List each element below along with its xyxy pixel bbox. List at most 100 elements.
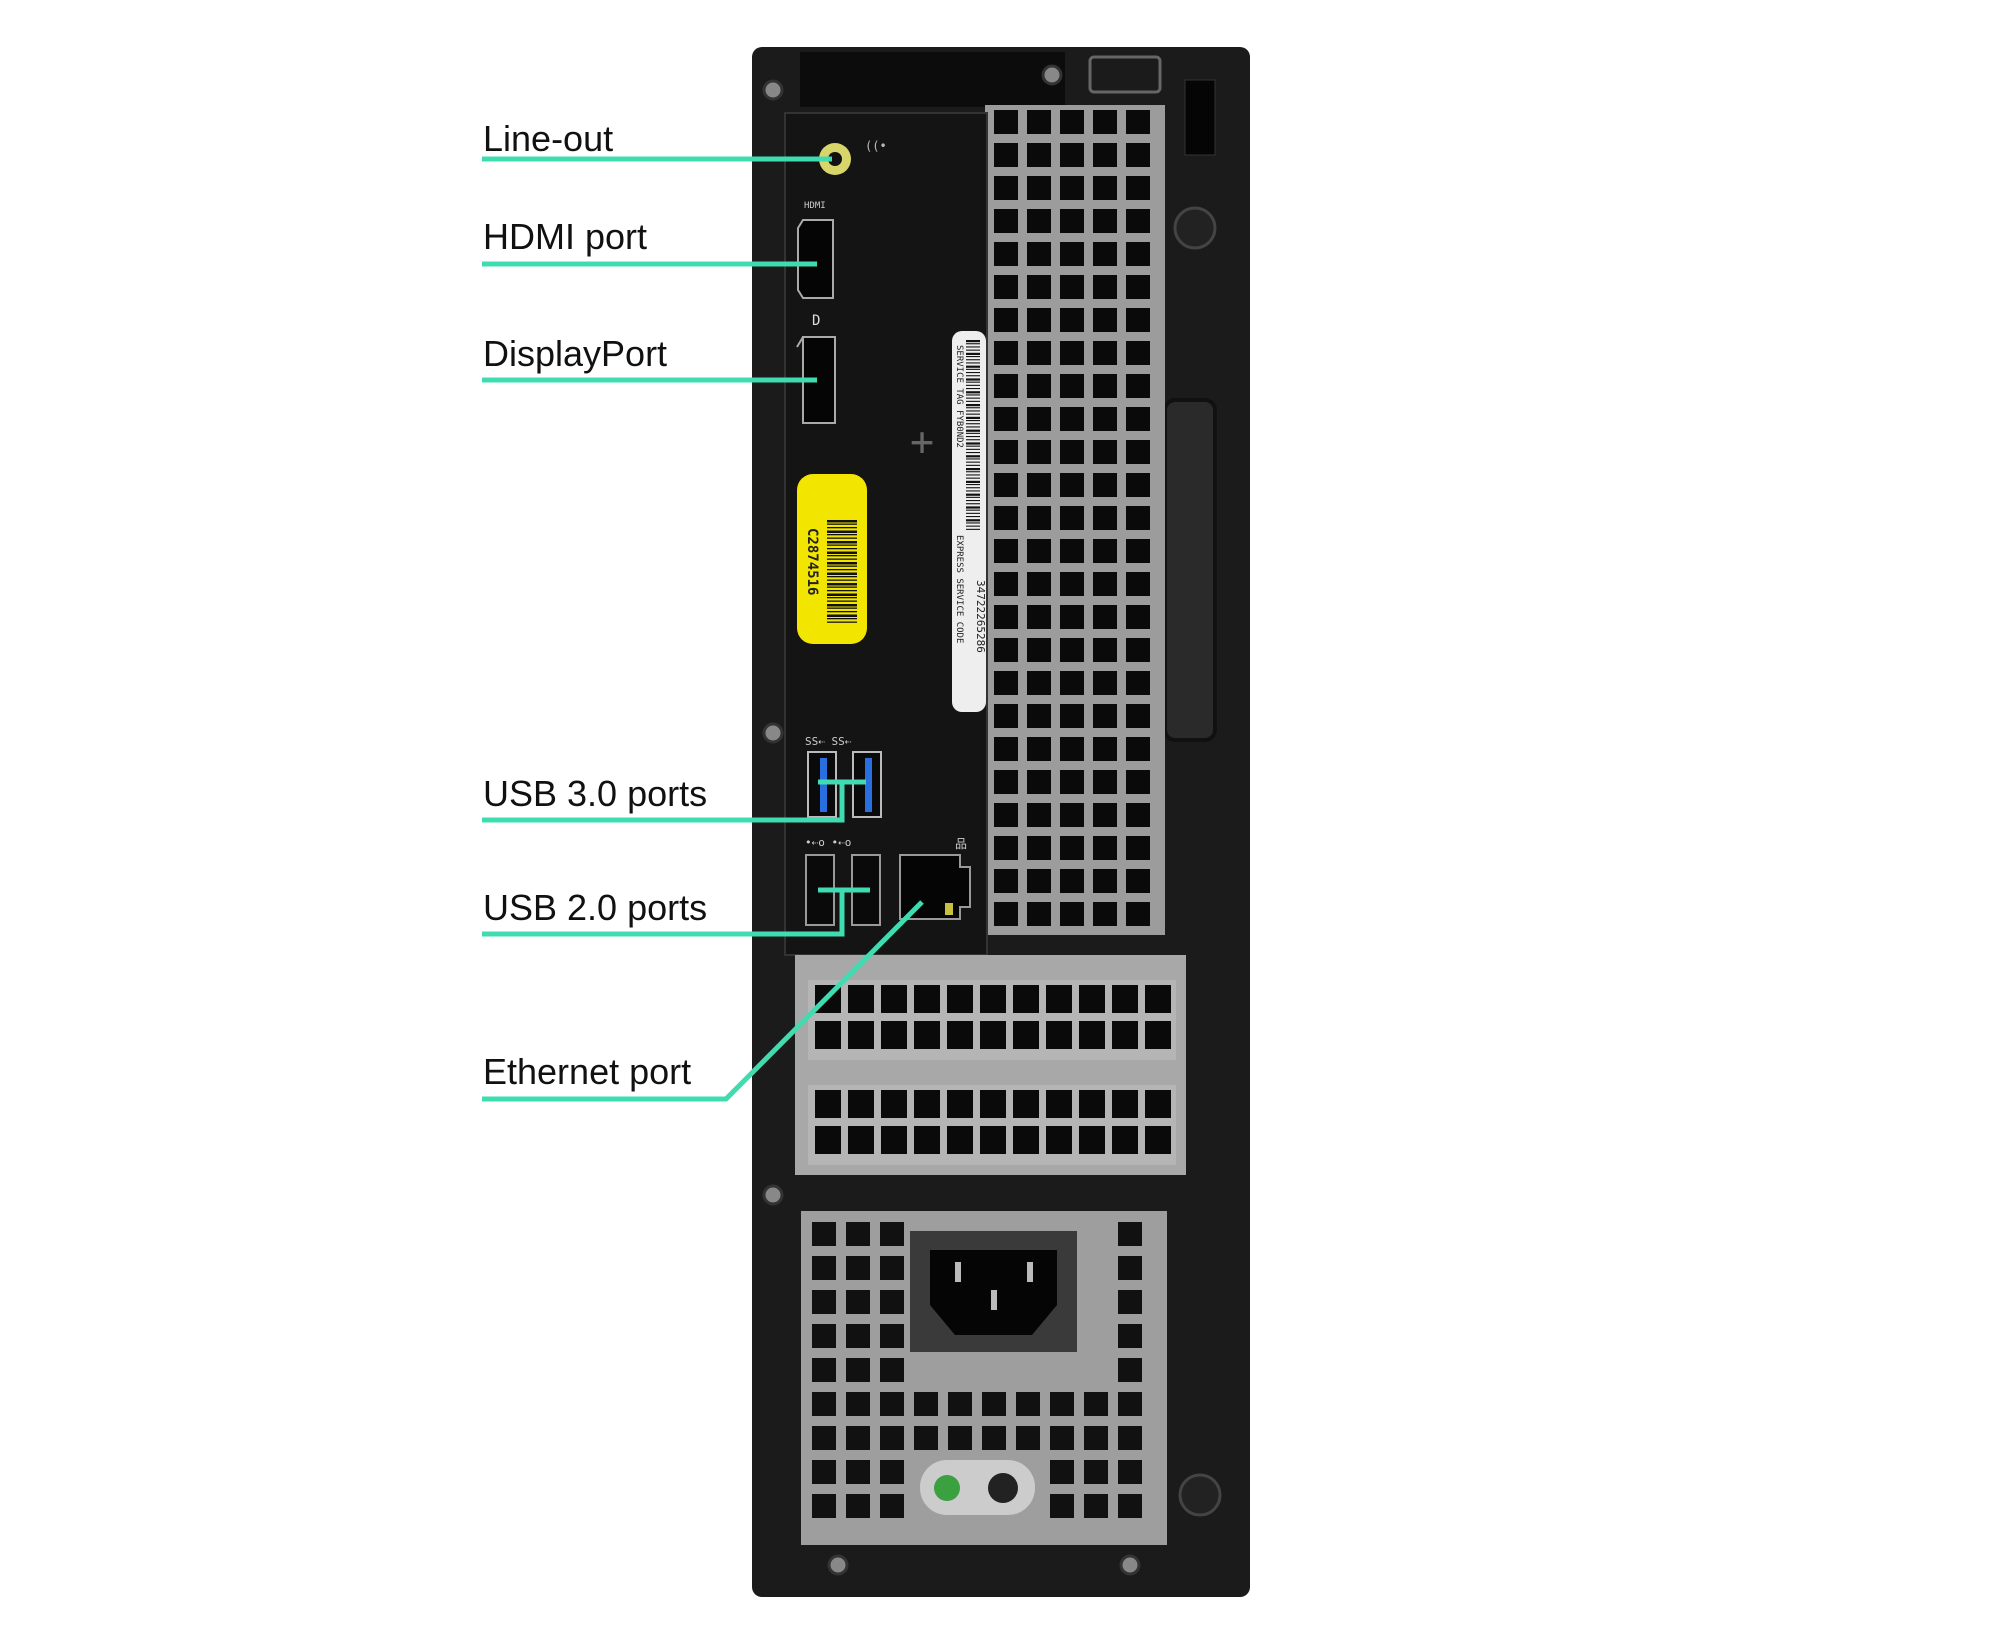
thumbscrew: [1173, 206, 1217, 250]
vent-hole: [1126, 506, 1150, 530]
barcode-bar: [966, 525, 980, 527]
barcode-bar: [966, 368, 980, 370]
screw: [762, 722, 784, 744]
usb3-tongue: [865, 758, 872, 812]
barcode-bar: [966, 484, 980, 486]
vent-hole: [1027, 671, 1051, 695]
vent-hole: [1027, 737, 1051, 761]
vent-hole: [1046, 985, 1072, 1013]
vent-hole: [1093, 176, 1117, 200]
vent-hole: [846, 1324, 870, 1348]
vent-hole: [1027, 110, 1051, 134]
vent-hole: [1027, 836, 1051, 860]
cover-handle: [1163, 398, 1217, 742]
vent-hole: [1126, 242, 1150, 266]
vent-hole: [947, 1021, 973, 1049]
vent-hole: [1118, 1290, 1142, 1314]
vent-hole: [1050, 1460, 1074, 1484]
vent-hole: [848, 1090, 874, 1118]
plus-mark: +: [910, 419, 934, 465]
vent-hole: [1126, 869, 1150, 893]
barcode-bar: [966, 346, 980, 348]
vent-hole: [1126, 572, 1150, 596]
vent-hole: [1093, 242, 1117, 266]
socket-pin: [955, 1262, 961, 1282]
vent-hole: [881, 1021, 907, 1049]
barcode-bar: [827, 621, 857, 623]
vent-hole: [1046, 1021, 1072, 1049]
barcode-bar: [966, 432, 980, 434]
label-usb2: USB 2.0 ports: [483, 887, 707, 928]
leader-usb2: [482, 890, 845, 937]
vent-hole: [1093, 275, 1117, 299]
barcode-bar: [966, 468, 980, 471]
barcode-bar: [827, 597, 857, 599]
screw: [1119, 1554, 1141, 1576]
lock-loop: [1088, 55, 1162, 94]
socket-pin: [991, 1290, 997, 1310]
vent-hole: [812, 1324, 836, 1348]
vent-hole: [812, 1256, 836, 1280]
vent-hole: [914, 1392, 938, 1416]
vent-hole: [994, 605, 1018, 629]
label-ethernet: Ethernet port: [483, 1051, 691, 1092]
vent-hole: [812, 1358, 836, 1382]
vent-hole: [1093, 209, 1117, 233]
sticker-barcode: [827, 520, 857, 623]
vent-hole: [812, 1460, 836, 1484]
vent-hole: [1093, 539, 1117, 563]
vent-hole: [1093, 869, 1117, 893]
vent-hole: [1126, 836, 1150, 860]
vent-hole: [1079, 1126, 1105, 1154]
vent-hole: [1126, 638, 1150, 662]
vent-hole: [1027, 605, 1051, 629]
vent-hole: [982, 1392, 1006, 1416]
barcode-bar: [966, 381, 980, 383]
barcode-bar: [827, 534, 857, 536]
barcode-bar: [966, 375, 980, 377]
screw: [762, 1184, 784, 1206]
vent-hole: [994, 407, 1018, 431]
barcode-bar: [966, 343, 980, 345]
vent-hole: [947, 985, 973, 1013]
barcode-bar: [966, 439, 980, 441]
barcode-bar: [966, 500, 980, 502]
barcode-bar: [966, 391, 980, 394]
vent-hole: [1079, 1090, 1105, 1118]
vent-hole: [1027, 209, 1051, 233]
vent-hole: [994, 308, 1018, 332]
vent-hole: [880, 1460, 904, 1484]
vent-hole: [1060, 605, 1084, 629]
barcode-bar: [827, 604, 857, 607]
barcode-bar: [966, 477, 980, 479]
barcode-bar: [827, 600, 857, 602]
vent-hole: [948, 1426, 972, 1450]
vent-hole: [1112, 1090, 1138, 1118]
barcode-bar: [827, 618, 857, 620]
vent-hole: [1027, 869, 1051, 893]
barcode-bar: [966, 352, 980, 355]
barcode-bar: [966, 503, 980, 505]
barcode-bar: [966, 522, 980, 524]
service-tag-label: [952, 331, 986, 712]
vent-hole: [1093, 341, 1117, 365]
vent-hole: [1126, 143, 1150, 167]
vent-hole: [1013, 1126, 1039, 1154]
vent-hole: [980, 985, 1006, 1013]
vent-hole: [1027, 341, 1051, 365]
vent-hole: [1093, 902, 1117, 926]
vent-hole: [880, 1222, 904, 1246]
vent-hole: [846, 1290, 870, 1314]
barcode-bar: [966, 445, 980, 447]
barcode-bar: [966, 378, 980, 381]
barcode-bar: [827, 562, 857, 565]
hdmi-port: [797, 219, 834, 299]
vent-hole: [1084, 1494, 1108, 1518]
barcode-bar: [827, 569, 857, 571]
vent-hole: [1093, 440, 1117, 464]
vent-hole: [1060, 803, 1084, 827]
vent-hole: [1126, 275, 1150, 299]
vent-hole: [815, 1090, 841, 1118]
barcode-bar: [966, 516, 980, 518]
